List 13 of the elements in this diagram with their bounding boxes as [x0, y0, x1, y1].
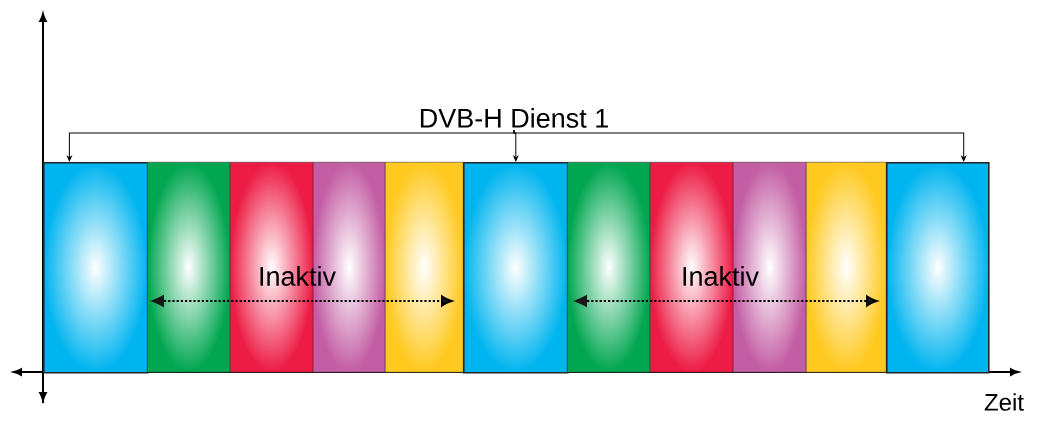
text-label: Inaktiv: [260, 266, 336, 286]
text-label: Inaktiv: [683, 266, 759, 286]
time-slot-box: [43, 162, 149, 374]
text-label: Zeit: [984, 393, 1024, 411]
time-slot-box: [147, 162, 231, 373]
time-slot-box: [385, 162, 464, 373]
bracket-arrow: [513, 129, 967, 162]
service-label: DVB-H Dienst 1: [420, 107, 608, 128]
time-slot-box: [886, 162, 990, 374]
time-slot-box: [567, 162, 651, 373]
bracket-arrow: [67, 129, 515, 162]
time-slot-box: [463, 162, 569, 374]
time-slot-box: [806, 162, 887, 373]
